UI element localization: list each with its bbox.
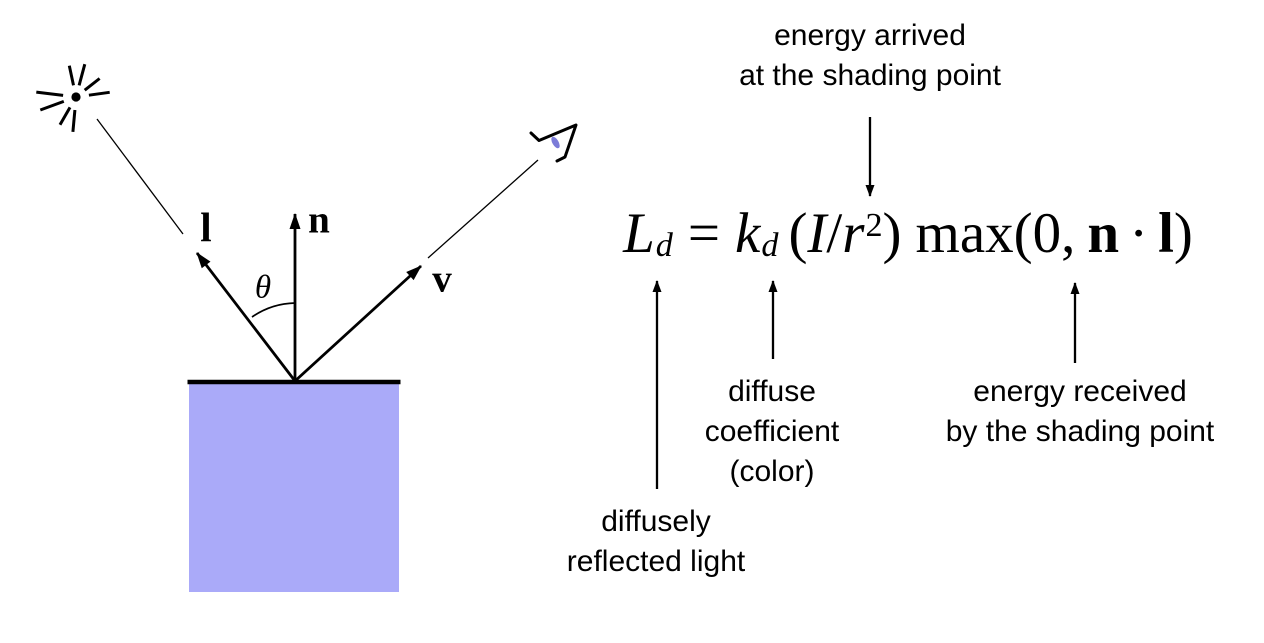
eq-slash: / (826, 202, 843, 266)
view-ray-line (427, 159, 539, 259)
diffuse-coefficient-line1: diffuse (728, 375, 816, 408)
eq-close-paren2: ) (1173, 202, 1193, 266)
theta-angle-label: θ (254, 269, 272, 306)
light-vector-label: l (200, 204, 212, 250)
eq-I: I (807, 202, 827, 266)
diffuse-shading-equation: Ld=kd(I/r2)max(0,n·l) (623, 201, 1193, 266)
eq-open-paren: ( (788, 202, 808, 266)
surface-block (189, 383, 399, 592)
eq-r: r (842, 202, 865, 266)
eq-k-sub: d (761, 227, 779, 265)
angle-arc (251, 302, 296, 318)
eq-close-paren: ) (882, 202, 902, 266)
eq-equals: = (687, 202, 721, 266)
diffuse-coefficient-note: diffuse coefficient (color) (705, 372, 840, 492)
normal-vector-label: n (308, 198, 330, 242)
incoming-light-ray-line (96, 118, 184, 235)
eye-icon (529, 123, 578, 163)
energy-arrived-line1: energy arrived (774, 19, 966, 52)
light-direction-arrow (195, 252, 297, 382)
eq-L-sub: d (655, 227, 673, 265)
diffuse-coefficient-line3: (color) (729, 455, 815, 488)
energy-arrived-note: energy arrived at the shading point (739, 16, 1001, 96)
eq-r-sup: 2 (865, 206, 883, 244)
energy-received-line2: by the shading point (945, 415, 1215, 448)
eq-L: L (623, 202, 655, 266)
diffusely-reflected-note: diffusely reflected light (567, 502, 745, 582)
eq-l-vector: l (1158, 202, 1174, 266)
diffuse-coefficient-line2: coefficient (704, 415, 840, 448)
eq-k: k (735, 202, 761, 266)
energy-received-note: energy received by the shading point (946, 372, 1215, 452)
energy-arrived-line2: at the shading point (739, 59, 1001, 92)
energy-received-line1: energy received (973, 375, 1187, 408)
eq-dot: · (1129, 202, 1149, 266)
eq-max: max(0, (915, 202, 1076, 266)
view-direction-arrow (294, 264, 422, 383)
eq-n-vector: n (1087, 202, 1120, 266)
light-source-icon (36, 63, 110, 133)
diffusely-reflected-line1: diffusely (601, 505, 711, 538)
eye-pupil (551, 136, 560, 149)
view-vector-label: v (432, 257, 452, 301)
diffusely-reflected-line2: reflected light (566, 545, 746, 578)
